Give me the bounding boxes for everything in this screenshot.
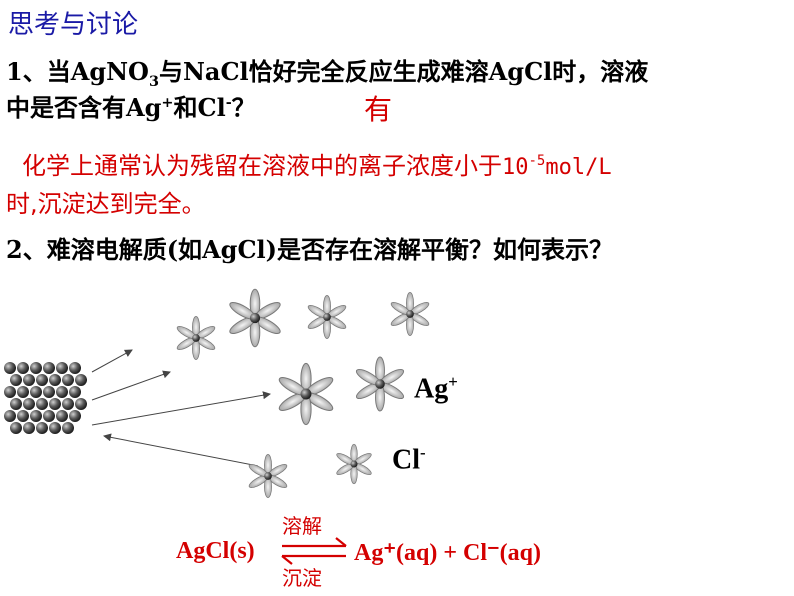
ion-6	[353, 356, 407, 412]
forward-arrow	[282, 537, 347, 548]
equation-left: AgCl(s)	[176, 538, 255, 564]
equation-forward-label: 溶解	[282, 514, 322, 538]
reverse-arrow	[281, 554, 346, 565]
q1-text-b: 与NaCl恰好完全反应生成难溶AgCl时，溶液	[158, 57, 649, 86]
equilibrium-arrows	[281, 537, 347, 565]
question-1-line-1: 1、当AgNO3与NaCl恰好完全反应生成难溶AgCl时，溶液	[6, 52, 648, 90]
ion-5	[276, 362, 336, 426]
ion-2	[226, 288, 284, 348]
note-value: 10	[502, 155, 529, 180]
equation-right: Ag⁺(aq) + Cl⁻(aq)	[354, 540, 542, 566]
question-1-line-2: 中是否含有Ag+和Cl-？	[6, 88, 256, 123]
ag-ion-label: Ag+	[414, 372, 458, 405]
arrow-1	[91, 349, 133, 373]
ion-1	[174, 315, 218, 361]
cl-label-text: Cl	[392, 444, 420, 476]
diffusion-arrows	[91, 349, 271, 467]
arrow-3	[91, 391, 271, 426]
q1-text-e: ？	[231, 93, 256, 122]
ion-8	[334, 443, 374, 485]
q1-text-a: 1、当AgNO	[6, 57, 149, 86]
page-title: 思考与讨论	[8, 10, 139, 40]
q1-sup-ag: +	[161, 94, 174, 111]
cl-label-charge: -	[420, 443, 426, 462]
q1-text-d: 和Cl	[173, 93, 226, 122]
note-line-1: 化学上通常认为残留在溶液中的离子浓度小于10-5mol/L	[22, 146, 612, 181]
arrow-4	[103, 433, 259, 467]
q1-subscript: 3	[148, 72, 159, 90]
cl-ion-label: Cl-	[392, 443, 426, 476]
note-text: 化学上通常认为残留在溶液中的离子浓度小于	[22, 152, 502, 180]
q1-text-c: 中是否含有Ag	[6, 93, 162, 122]
ag-label-text: Ag	[414, 373, 449, 405]
note-exponent: -5	[528, 153, 546, 169]
ion-3	[305, 294, 349, 340]
note-line-2: 时,沉淀达到完全。	[6, 190, 206, 218]
note-unit: mol/L	[545, 155, 612, 180]
equation-reverse-label: 沉淀	[282, 566, 322, 590]
crystal-lattice	[4, 362, 87, 434]
ion-4	[388, 291, 432, 337]
ag-label-charge: +	[448, 372, 458, 391]
ion-7	[246, 453, 290, 499]
arrow-2	[91, 370, 171, 401]
answer-1: 有	[364, 93, 393, 126]
q1-sup-cl: -	[225, 94, 232, 111]
question-2: 2、难溶电解质(如AgCl)是否存在溶解平衡？如何表示？	[6, 235, 614, 264]
